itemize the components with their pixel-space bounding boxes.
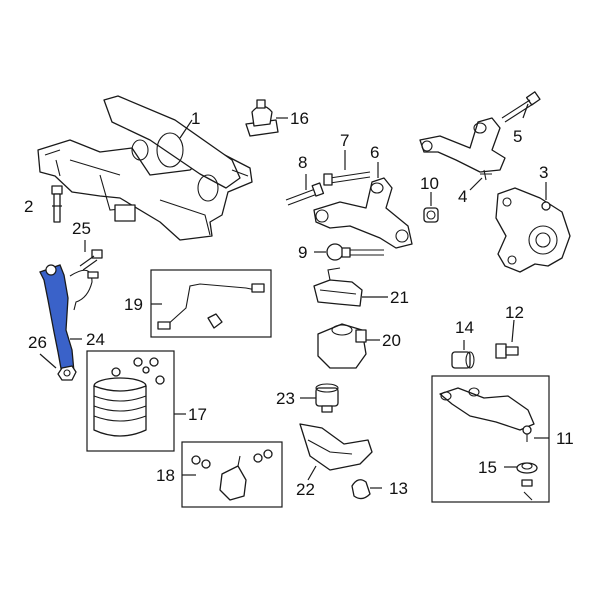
- part-bushing-14[interactable]: [451, 351, 475, 369]
- leader-lines: [39, 103, 549, 489]
- part-lower-arm[interactable]: [313, 177, 413, 249]
- part-air-spring[interactable]: [93, 357, 165, 437]
- callout-6: 6: [370, 143, 379, 162]
- callout-19: 19: [124, 295, 143, 314]
- box-17: [86, 350, 175, 452]
- callout-15: 15: [478, 458, 497, 477]
- callout-5: 5: [513, 127, 522, 146]
- part-shield-22[interactable]: [299, 423, 373, 471]
- callout-8: 8: [298, 153, 307, 172]
- part-lower-control-arm[interactable]: [439, 387, 538, 501]
- callout-21: 21: [390, 288, 409, 307]
- part-bracket-21[interactable]: [313, 267, 363, 307]
- callout-2: 2: [24, 197, 33, 216]
- callout-17: 17: [188, 405, 207, 424]
- part-bolt-5[interactable]: [501, 91, 541, 123]
- callout-13: 13: [389, 479, 408, 498]
- callout-18: 18: [156, 466, 175, 485]
- part-bolt-7[interactable]: [323, 171, 371, 186]
- callout-10: 10: [420, 174, 439, 193]
- box-11: [431, 375, 550, 503]
- callout-14: 14: [455, 318, 474, 337]
- callout-24: 24: [86, 330, 105, 349]
- part-bolt-2[interactable]: [51, 185, 63, 223]
- callout-25: 25: [72, 219, 91, 238]
- callout-22: 22: [296, 480, 315, 499]
- callout-12: 12: [505, 303, 524, 322]
- part-bushing-10[interactable]: [423, 207, 439, 223]
- callout-4: 4: [458, 187, 467, 206]
- callout-3: 3: [539, 163, 548, 182]
- part-crossmember[interactable]: [37, 95, 253, 241]
- part-bolt-8[interactable]: [285, 182, 325, 206]
- part-compressor-20[interactable]: [317, 323, 367, 369]
- part-cam-bolt-9[interactable]: [326, 243, 384, 261]
- callout-7: 7: [340, 131, 349, 150]
- callout-26: 26: [28, 333, 47, 352]
- part-bolt-12[interactable]: [495, 343, 519, 359]
- callout-9: 9: [298, 243, 307, 262]
- callout-23: 23: [276, 389, 295, 408]
- part-nut-26[interactable]: [57, 365, 77, 381]
- part-upper-arm[interactable]: [419, 117, 506, 181]
- part-bushing-13[interactable]: [351, 479, 371, 500]
- part-steering-knuckle[interactable]: [495, 187, 571, 273]
- callout-20: 20: [382, 331, 401, 350]
- part-valve-23[interactable]: [315, 383, 339, 413]
- part-bushing-mount[interactable]: [245, 99, 279, 137]
- callout-1: 1: [191, 109, 200, 128]
- callout-labels: 1 2 3 4 5 6 7 8 9 10 11 12 13 14 15 16 1…: [24, 109, 574, 499]
- part-height-sensor[interactable]: [191, 449, 273, 501]
- part-bolt-25[interactable]: [79, 249, 103, 271]
- part-air-line[interactable]: [157, 283, 265, 330]
- callout-16: 16: [290, 109, 309, 128]
- callout-11: 11: [556, 429, 574, 448]
